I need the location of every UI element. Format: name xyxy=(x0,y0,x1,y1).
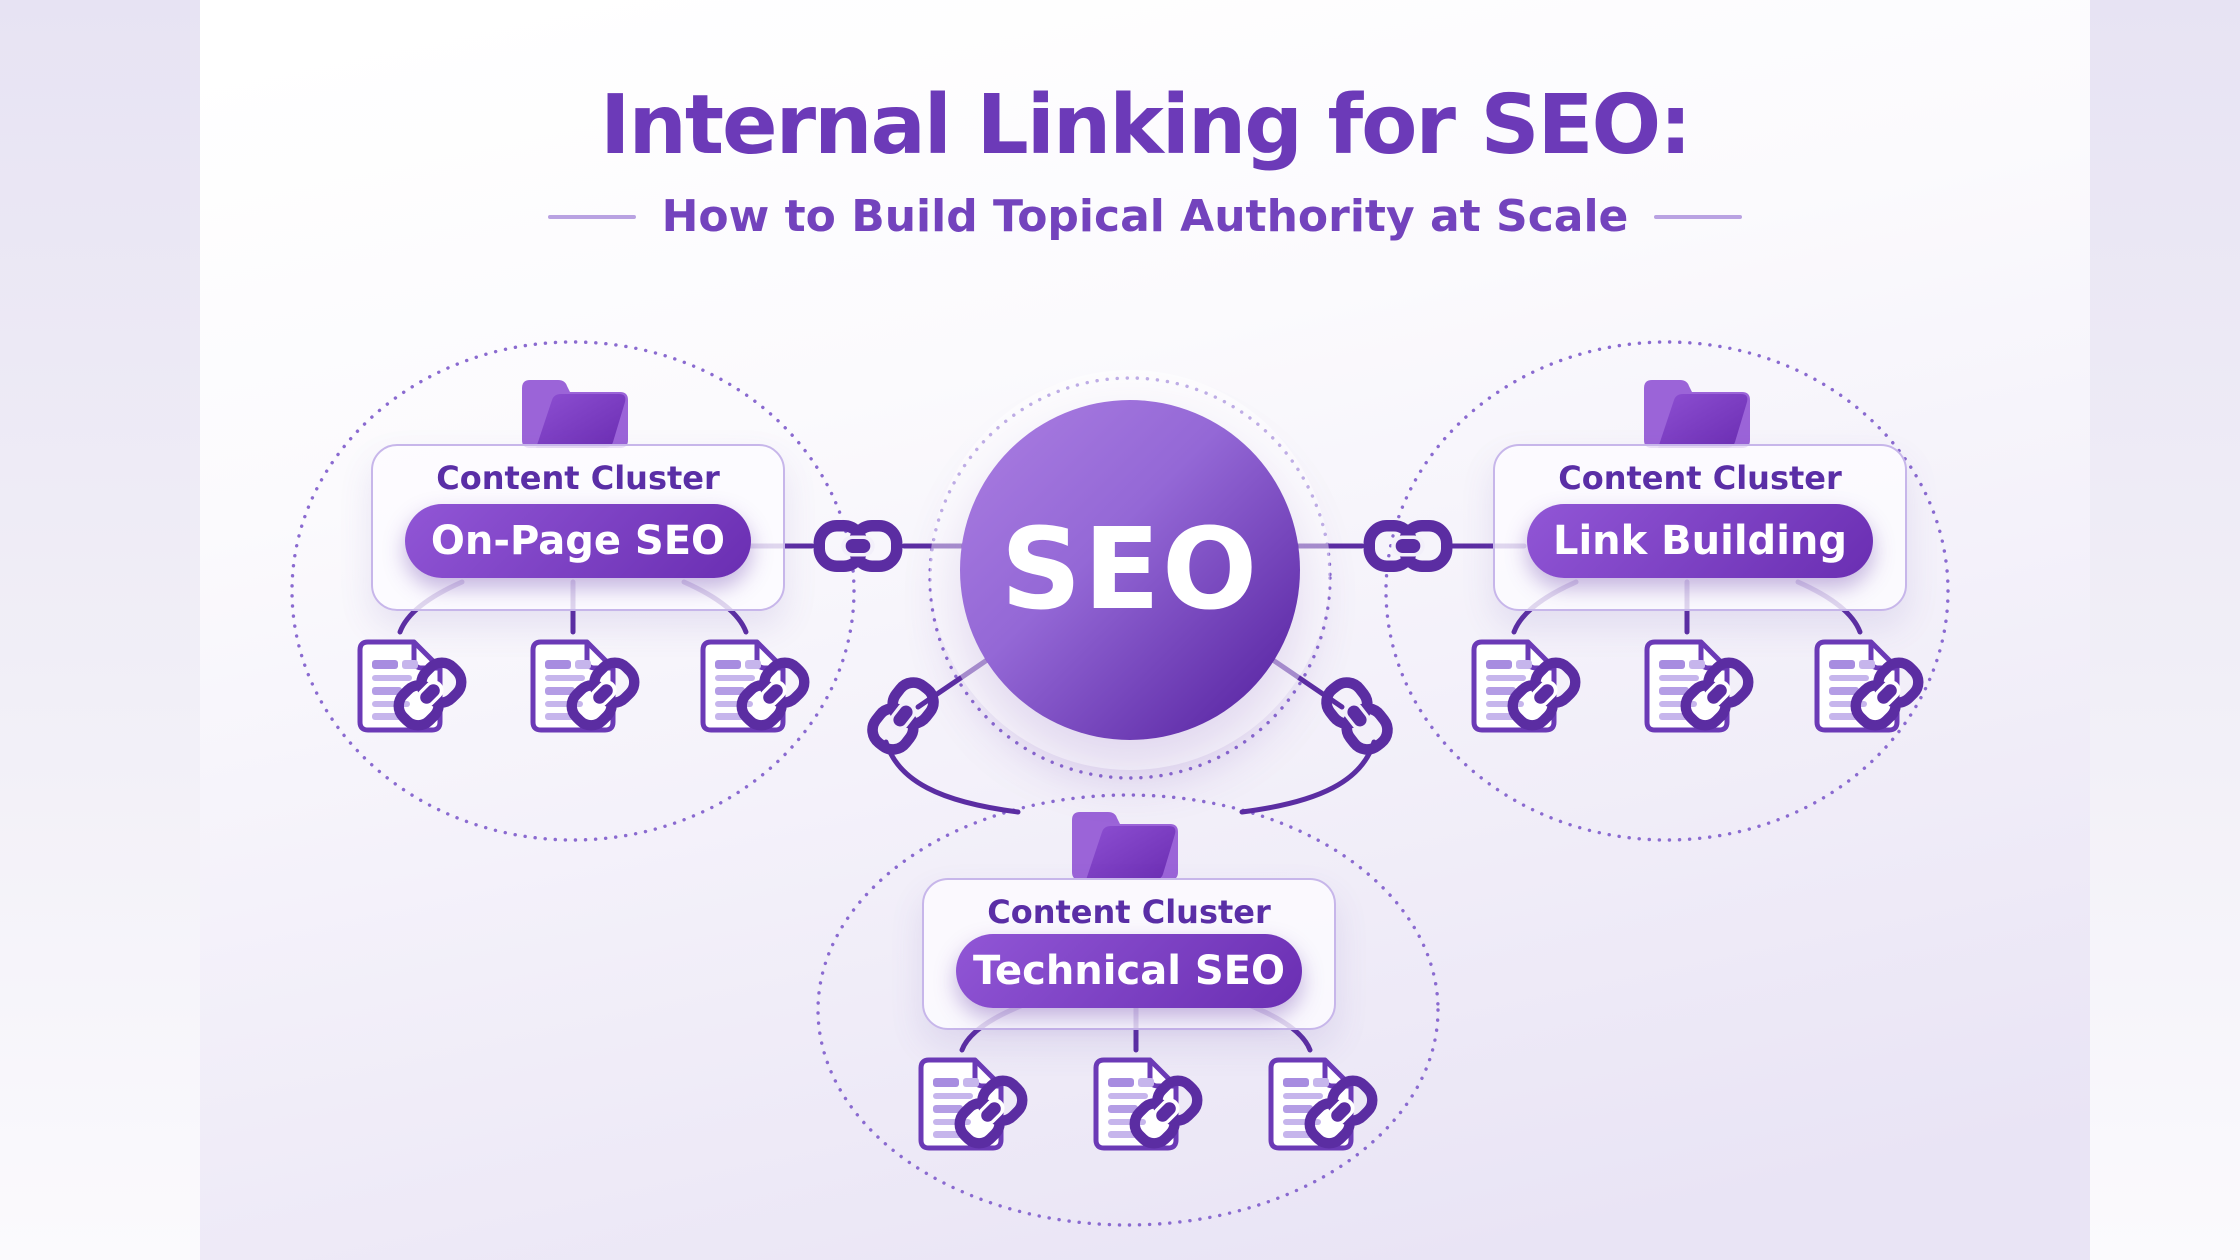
content-cluster-card-left: Content Cluster On-Page SEO xyxy=(371,444,785,611)
chain-link-icon xyxy=(819,526,896,566)
connector-line xyxy=(1239,739,1377,815)
document-link-icon xyxy=(913,1052,1009,1156)
cluster-heading: Content Cluster xyxy=(1558,459,1842,497)
topic-pill-label: On-Page SEO xyxy=(430,518,726,564)
chain-link-icon xyxy=(1369,526,1446,566)
chain-link-icon xyxy=(866,676,940,756)
subtitle-dash-left xyxy=(547,214,636,219)
document-link-icon xyxy=(695,634,791,738)
folder-icon xyxy=(522,380,628,448)
document-link-icon xyxy=(1639,634,1735,738)
folder-icon xyxy=(1644,380,1750,448)
connector-line xyxy=(883,739,1021,815)
document-link-icon xyxy=(352,634,448,738)
chain-link-icon xyxy=(1320,676,1394,756)
content-cluster-card-bottom: Content Cluster Technical SEO xyxy=(922,878,1336,1030)
cluster-ellipse-right xyxy=(1384,340,1950,842)
folder-icon xyxy=(1072,812,1178,880)
dotted-ring xyxy=(928,376,1332,780)
topic-pill-label: Link Building xyxy=(1552,518,1848,564)
seo-sphere: SEO xyxy=(960,400,1300,740)
content-cluster-card-right: Content Cluster Link Building xyxy=(1493,444,1907,611)
subtitle-dash-right xyxy=(1654,214,1743,219)
document-link-icon xyxy=(525,634,621,738)
page-subtitle: How to Build Topical Authority at Scale xyxy=(661,191,1629,242)
cluster-heading: Content Cluster xyxy=(436,459,720,497)
document-link-icon xyxy=(1263,1052,1359,1156)
topic-pill: On-Page SEO xyxy=(405,504,751,578)
cluster-ellipse-left xyxy=(290,340,856,842)
cluster-ellipse-bottom xyxy=(816,793,1440,1227)
topic-pill: Technical SEO xyxy=(956,934,1302,1008)
topic-pill-label: Technical SEO xyxy=(973,948,1285,994)
subtitle-row: How to Build Topical Authority at Scale xyxy=(200,191,2090,242)
seo-label: SEO xyxy=(1000,505,1260,635)
topic-pill: Link Building xyxy=(1527,504,1873,578)
page-title: Internal Linking for SEO: xyxy=(599,78,1692,173)
document-link-icon xyxy=(1466,634,1562,738)
header: Internal Linking for SEO: How to Build T… xyxy=(200,0,2090,242)
cluster-heading: Content Cluster xyxy=(987,893,1271,931)
document-link-icon xyxy=(1809,634,1905,738)
document-link-icon xyxy=(1088,1052,1184,1156)
